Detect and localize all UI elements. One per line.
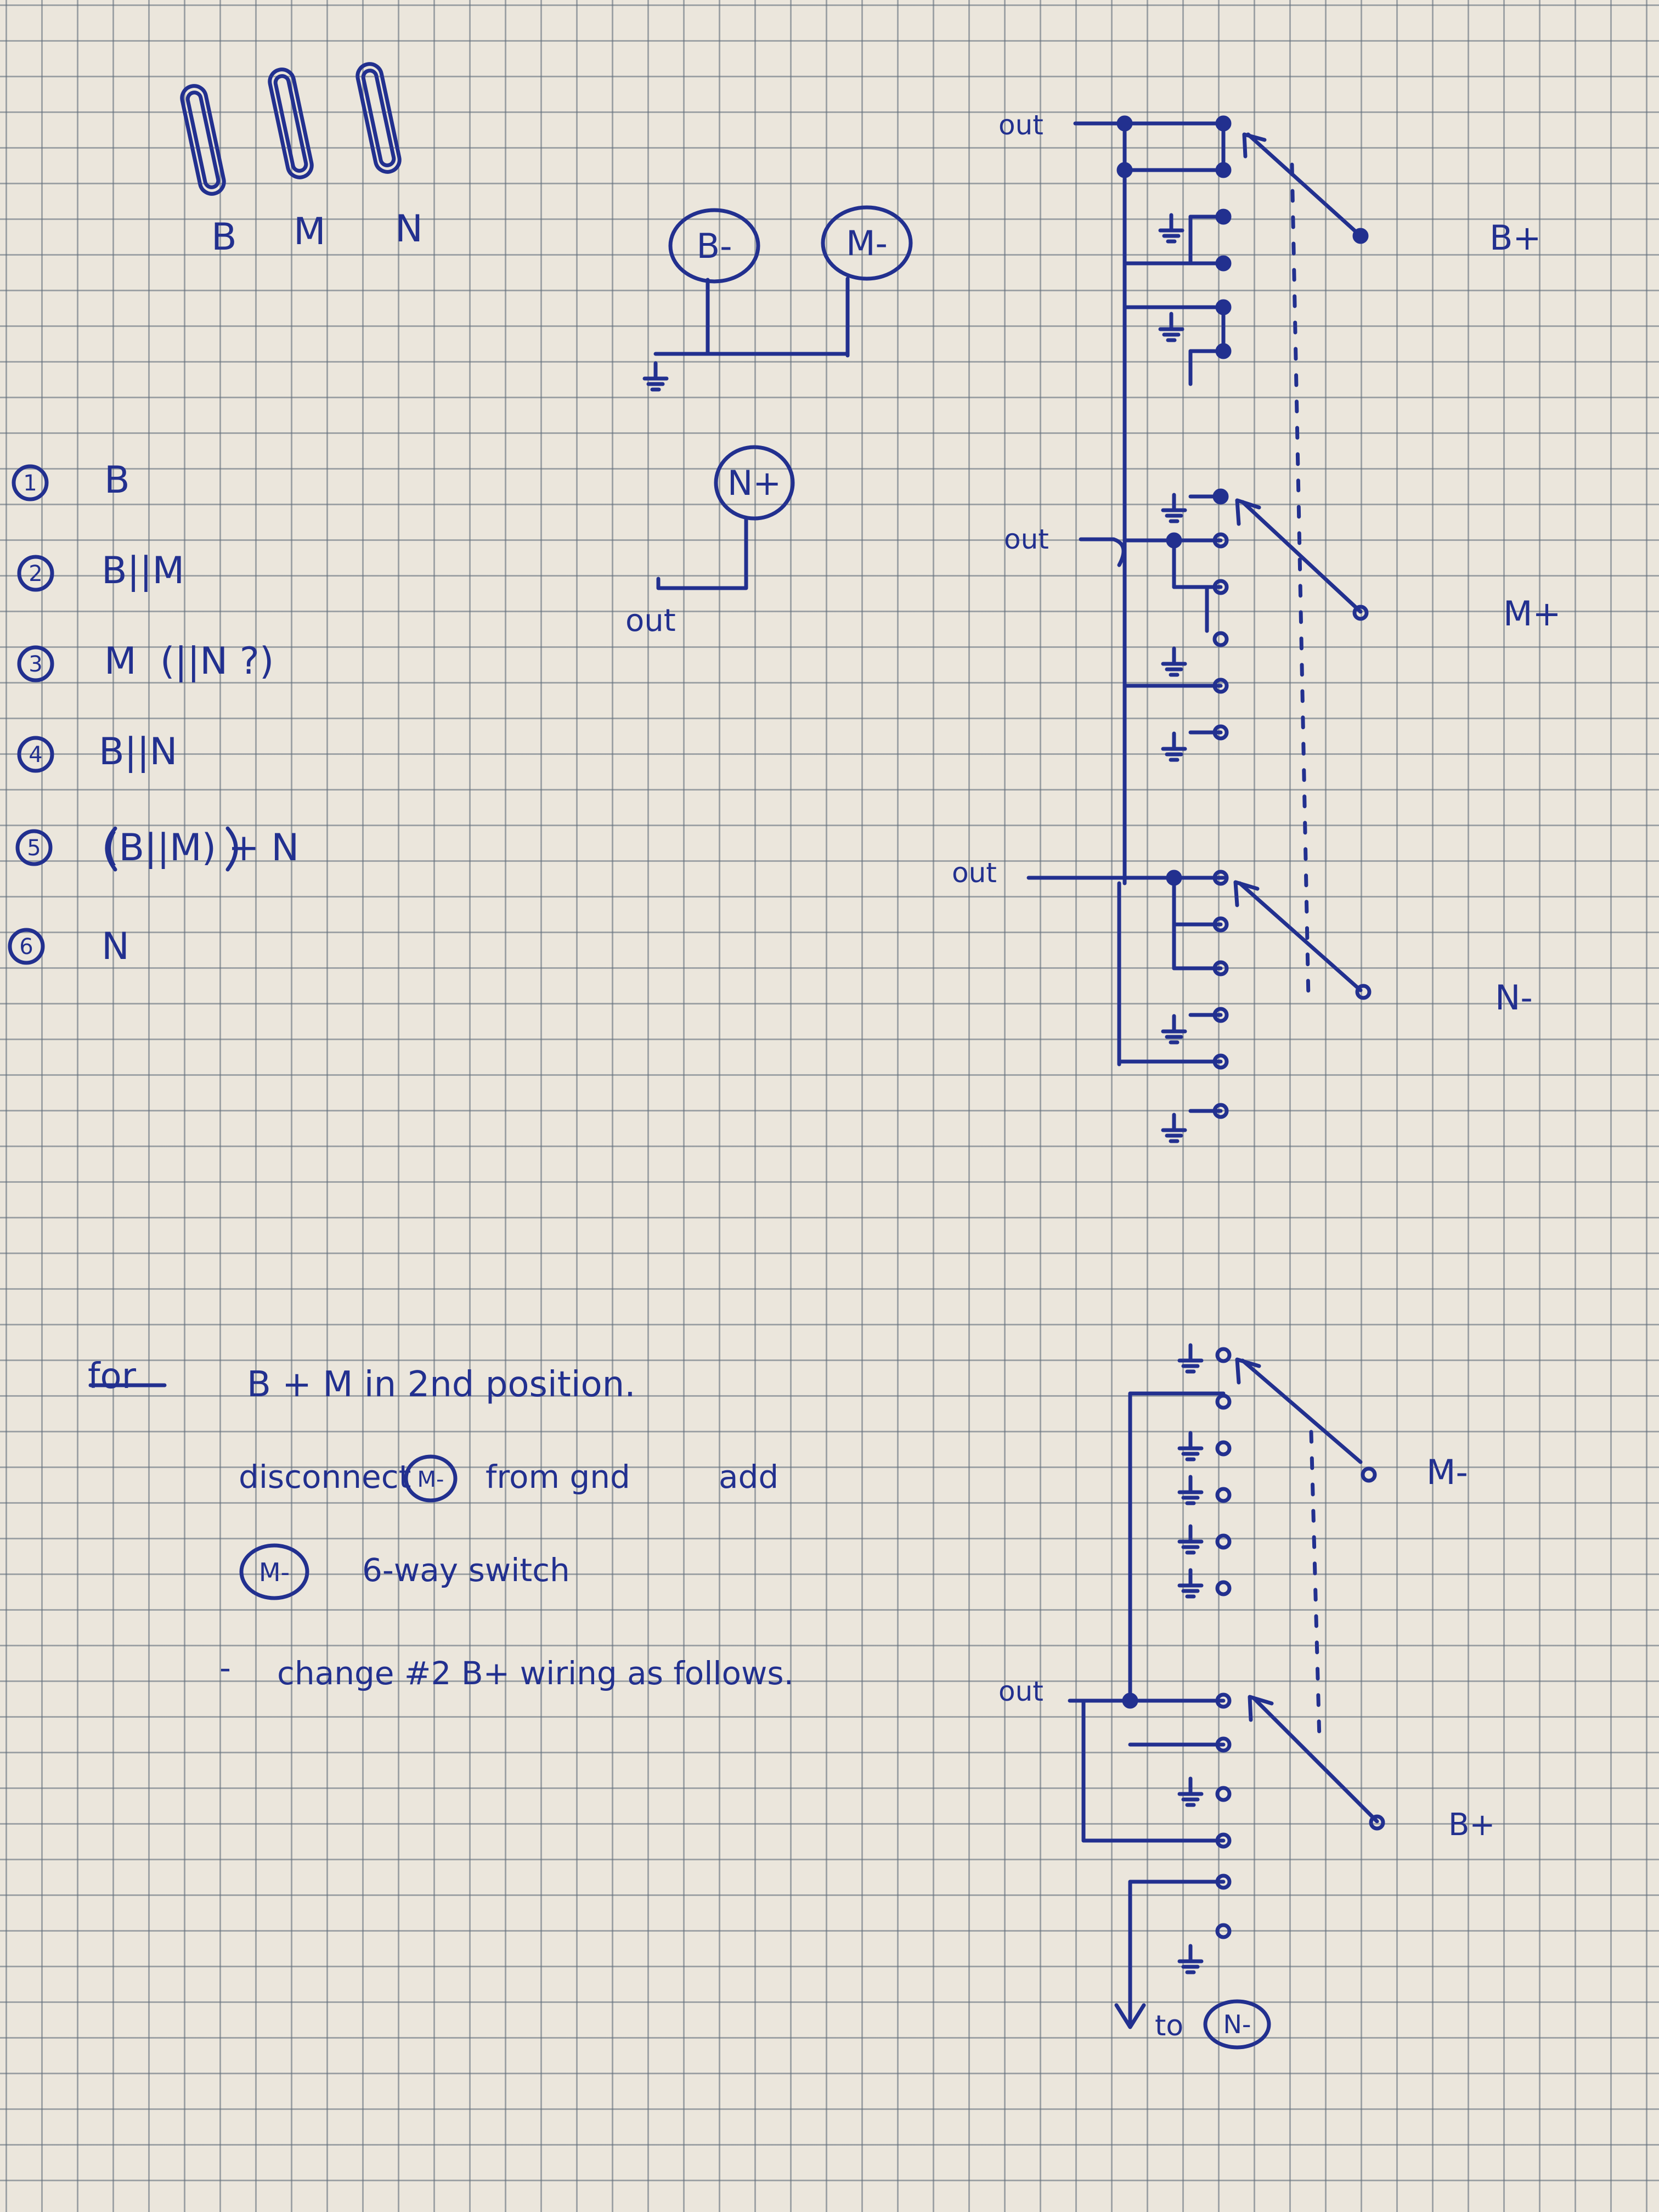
position-circles [8,464,54,965]
paren-group-5 [105,826,238,872]
position-text-2: B||M [101,549,184,592]
note-line-3-text: 6-way switch [362,1551,570,1589]
pickup-label-n: N [395,207,423,251]
label-to-n-minus: N- [1223,2010,1251,2039]
label-out-top-3: out [952,857,997,889]
label-b-plus-top: B+ [1489,218,1541,258]
label-n-minus: N- [1495,978,1533,1018]
position-text-1: B [104,459,130,502]
label-to: to [1155,2010,1183,2042]
position-number-4: 4 [29,742,42,768]
pickup-ground-wiring [645,205,913,590]
position-text-5: (B||M) + N [104,826,299,870]
pickup-label-b: B [211,216,237,259]
switch-top-contacts [1116,115,1232,1119]
note-line-3-circle: M- [259,1558,290,1587]
position-text-3: M (||N ?) [104,640,274,683]
position-number-5: 5 [27,836,41,861]
note-line-2-circle: M- [417,1467,444,1492]
position-number-2: 2 [29,561,42,586]
note-line-2-b: from gnd [486,1458,630,1496]
position-list: 1 B 2 B||M 3 M (||N ?) 4 B||N 5 (B||M) +… [19,459,299,968]
pickup-b-shape [180,84,226,196]
label-out-bottom: out [998,1675,1043,1707]
note-line-1: B + M in 2nd position. [247,1364,636,1405]
label-m-minus-bottom: M- [1426,1452,1468,1492]
switch-bottom-contacts [1122,1347,1232,1939]
label-m-minus: M- [846,223,888,263]
pickup-n-shape [356,62,402,174]
label-b-plus-bottom: B+ [1448,1807,1495,1843]
position-text-6: N [101,925,129,968]
position-number-3: 3 [29,652,42,677]
notes-circles [88,1383,458,1600]
note-line-2-a: disconnect [239,1458,411,1496]
note-line-2-c: add [719,1458,778,1496]
switch-diagram-bottom [1068,1345,1385,2050]
pickup-label-m: M [294,210,326,253]
position-number-1: 1 [23,471,37,496]
position-number-6: 6 [19,934,33,960]
label-out-top-2: out [1004,523,1049,555]
position-text-4: B||N [99,730,177,774]
label-m-plus: M+ [1503,594,1561,634]
label-out-top-1: out [998,109,1043,141]
pickup-m-shape [268,67,314,179]
switch-diagram-top [1026,121,1372,1141]
note-for: for [88,1356,137,1397]
note-line-4-text: change #2 B+ wiring as follows. [277,1655,794,1692]
note-line-4-dash: - [219,1649,231,1686]
label-out-pickup: out [625,603,676,639]
label-n-plus: N+ [727,463,781,503]
label-b-minus: B- [697,226,732,266]
notes-block: for B + M in 2nd position. disconnect M-… [88,1356,794,1692]
